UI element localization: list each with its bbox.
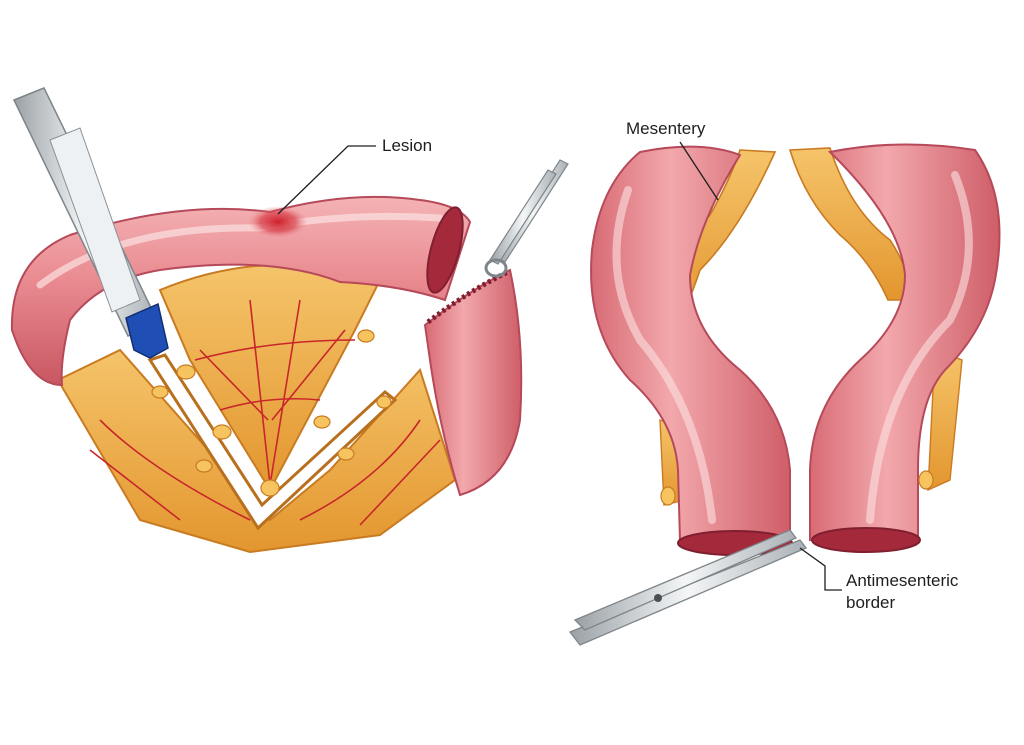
mesentery-v-cut [147,353,398,531]
stapler-blue-tip [125,302,169,359]
antimesenteric-label-line2: border [846,593,895,612]
forceps-instrument[interactable] [484,159,569,278]
lesion-leader-line [277,145,376,215]
mesentery-right-strip [788,147,913,301]
left-resection-view: Lesion [10,87,569,554]
right-anastomosis-view: Mesentery Antimesenteric border [568,119,1001,646]
bowel-tube-left [590,145,791,541]
antimesenteric-label-line1: Antimesenteric [846,571,959,590]
bowel-tube-right-highlight [866,171,973,524]
fat-nodules [151,329,392,497]
lesion-label: Lesion [382,136,432,155]
scissors-instrument[interactable] [568,529,808,646]
bowel-cut-end-left [426,206,464,294]
bowel-opening-right [811,527,921,553]
lesion-spot [248,206,308,238]
bowel-tube-right [809,143,1001,541]
mesentery-leader-line [679,141,719,201]
mesenteric-vessels [89,299,441,526]
mesentery-label: Mesentery [626,119,706,138]
bowel-tube-left-highlight [612,186,716,524]
fat-nodules-right [660,470,934,506]
stapler-instrument[interactable] [12,87,169,359]
antimesenteric-leader-line [799,547,842,591]
